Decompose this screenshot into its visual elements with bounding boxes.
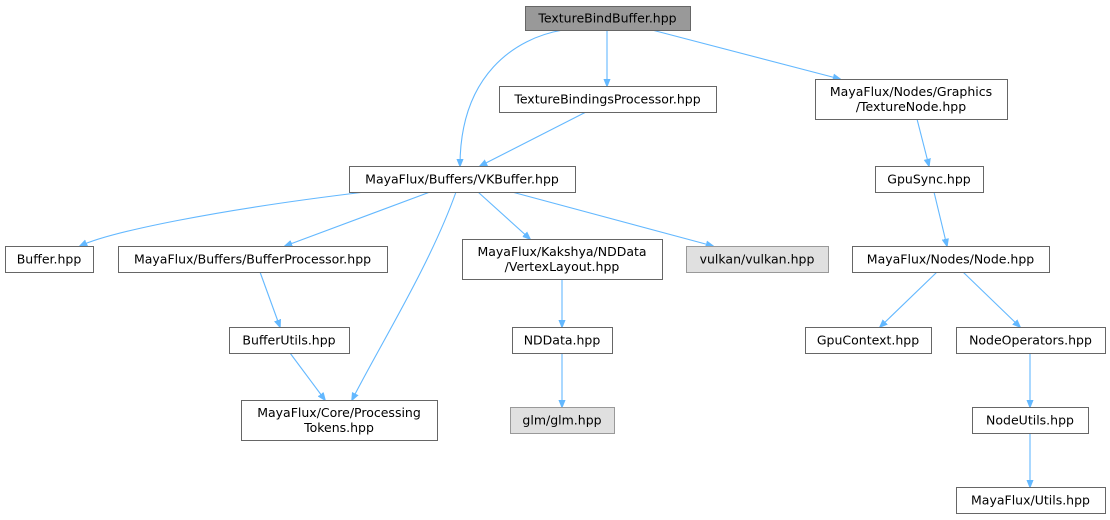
- node-nodeutils[interactable]: NodeUtils.hpp: [972, 407, 1089, 434]
- node-label: GpuContext.hpp: [817, 333, 919, 348]
- node-gpusync[interactable]: GpuSync.hpp: [875, 166, 984, 193]
- edge-arrow: [962, 271, 1020, 327]
- node-label: NDData.hpp: [524, 333, 601, 348]
- edge-vkbuf-to-proctokens: [352, 191, 457, 400]
- edge-arrow: [933, 191, 947, 246]
- nodes-layer: TextureBindBuffer.hppTextureBindingsProc…: [5, 6, 1106, 514]
- node-gpucontext[interactable]: GpuContext.hpp: [805, 327, 932, 354]
- node-label: MayaFlux/Buffers/VKBuffer.hpp: [365, 172, 559, 187]
- node-box: [525, 6, 691, 31]
- node-box: [5, 246, 94, 273]
- edge-arrow: [352, 191, 457, 400]
- node-box: [875, 166, 984, 193]
- node-glm[interactable]: glm/glm.hpp: [510, 407, 615, 434]
- node-label: BufferUtils.hpp: [242, 333, 335, 348]
- node-box: [229, 327, 350, 354]
- node-box: [815, 79, 1008, 120]
- edge-arrow: [477, 191, 530, 239]
- node-bufutils[interactable]: BufferUtils.hpp: [229, 327, 350, 354]
- node-node[interactable]: MayaFlux/Nodes/Node.hpp: [852, 246, 1050, 273]
- node-box: [118, 246, 388, 273]
- edge-gpusync-to-node: [933, 191, 947, 246]
- edge-node-to-nodeops: [962, 271, 1020, 327]
- edge-arrow: [259, 271, 280, 327]
- edge-arrow: [460, 29, 564, 166]
- edge-arrow: [80, 191, 366, 246]
- edge-vkbuf-to-vulkan: [511, 191, 713, 246]
- node-label: NodeUtils.hpp: [986, 413, 1074, 428]
- node-utils[interactable]: MayaFlux/Utils.hpp: [956, 487, 1106, 514]
- edge-vkbuf-to-bufproc: [285, 191, 431, 246]
- node-box: [510, 407, 615, 434]
- node-label: MayaFlux/Buffers/BufferProcessor.hpp: [134, 252, 371, 267]
- edge-vkbuf-to-vertexlayout: [477, 191, 530, 239]
- edge-arrow: [480, 111, 587, 166]
- edge-arrow: [285, 191, 431, 246]
- node-vertexlayout[interactable]: MayaFlux/Kakshya/NDData/VertexLayout.hpp: [462, 239, 663, 280]
- node-box: [349, 166, 576, 193]
- node-root[interactable]: TextureBindBuffer.hpp: [525, 6, 691, 31]
- node-label: /VertexLayout.hpp: [505, 259, 620, 274]
- edge-node-to-gpucontext: [880, 271, 938, 327]
- edges-layer: [80, 29, 1030, 487]
- node-box: [686, 246, 829, 273]
- node-label: MayaFlux/Nodes/Node.hpp: [867, 252, 1034, 267]
- node-box: [852, 246, 1050, 273]
- edge-texnode-to-gpusync: [916, 118, 929, 166]
- node-buffer[interactable]: Buffer.hpp: [5, 246, 94, 273]
- node-box: [499, 86, 717, 113]
- node-label: vulkan/vulkan.hpp: [700, 252, 815, 267]
- edge-bufproc-to-bufutils: [259, 271, 280, 327]
- node-box: [956, 327, 1106, 354]
- node-label: GpuSync.hpp: [887, 172, 971, 187]
- node-label: /TextureNode.hpp: [856, 99, 966, 114]
- edge-arrow: [651, 29, 840, 79]
- node-label: MayaFlux/Utils.hpp: [971, 493, 1090, 508]
- node-vkbuf[interactable]: MayaFlux/Buffers/VKBuffer.hpp: [349, 166, 576, 193]
- node-nodeops[interactable]: NodeOperators.hpp: [956, 327, 1106, 354]
- edge-arrow: [916, 118, 929, 166]
- edge-vkbuf-to-buffer: [80, 191, 366, 246]
- node-vulkan[interactable]: vulkan/vulkan.hpp: [686, 246, 829, 273]
- edge-root-to-texnode: [651, 29, 840, 79]
- node-label: MayaFlux/Core/Processing: [257, 405, 421, 420]
- edge-arrow: [511, 191, 713, 246]
- node-label: Tokens.hpp: [303, 420, 374, 435]
- node-texnode[interactable]: MayaFlux/Nodes/Graphics/TextureNode.hpp: [815, 79, 1008, 120]
- node-box: [241, 400, 438, 441]
- edge-root-to-vkbuf: [460, 29, 564, 166]
- node-label: MayaFlux/Nodes/Graphics: [830, 84, 992, 99]
- node-box: [972, 407, 1089, 434]
- edge-arrow: [880, 271, 938, 327]
- node-box: [462, 239, 663, 280]
- node-label: glm/glm.hpp: [522, 413, 601, 428]
- node-box: [512, 327, 613, 354]
- node-nddata[interactable]: NDData.hpp: [512, 327, 613, 354]
- node-label: Buffer.hpp: [17, 252, 82, 267]
- edge-bufutils-to-proctokens: [289, 352, 325, 400]
- node-label: MayaFlux/Kakshya/NDData: [477, 244, 646, 259]
- node-label: TextureBindingsProcessor.hpp: [513, 92, 700, 107]
- node-box: [805, 327, 932, 354]
- node-bufproc[interactable]: MayaFlux/Buffers/BufferProcessor.hpp: [118, 246, 388, 273]
- edge-arrow: [289, 352, 325, 400]
- edge-tbp-to-vkbuf: [480, 111, 587, 166]
- node-tbp[interactable]: TextureBindingsProcessor.hpp: [499, 86, 717, 113]
- node-label: TextureBindBuffer.hpp: [537, 11, 676, 26]
- node-box: [956, 487, 1106, 514]
- node-label: NodeOperators.hpp: [969, 333, 1092, 348]
